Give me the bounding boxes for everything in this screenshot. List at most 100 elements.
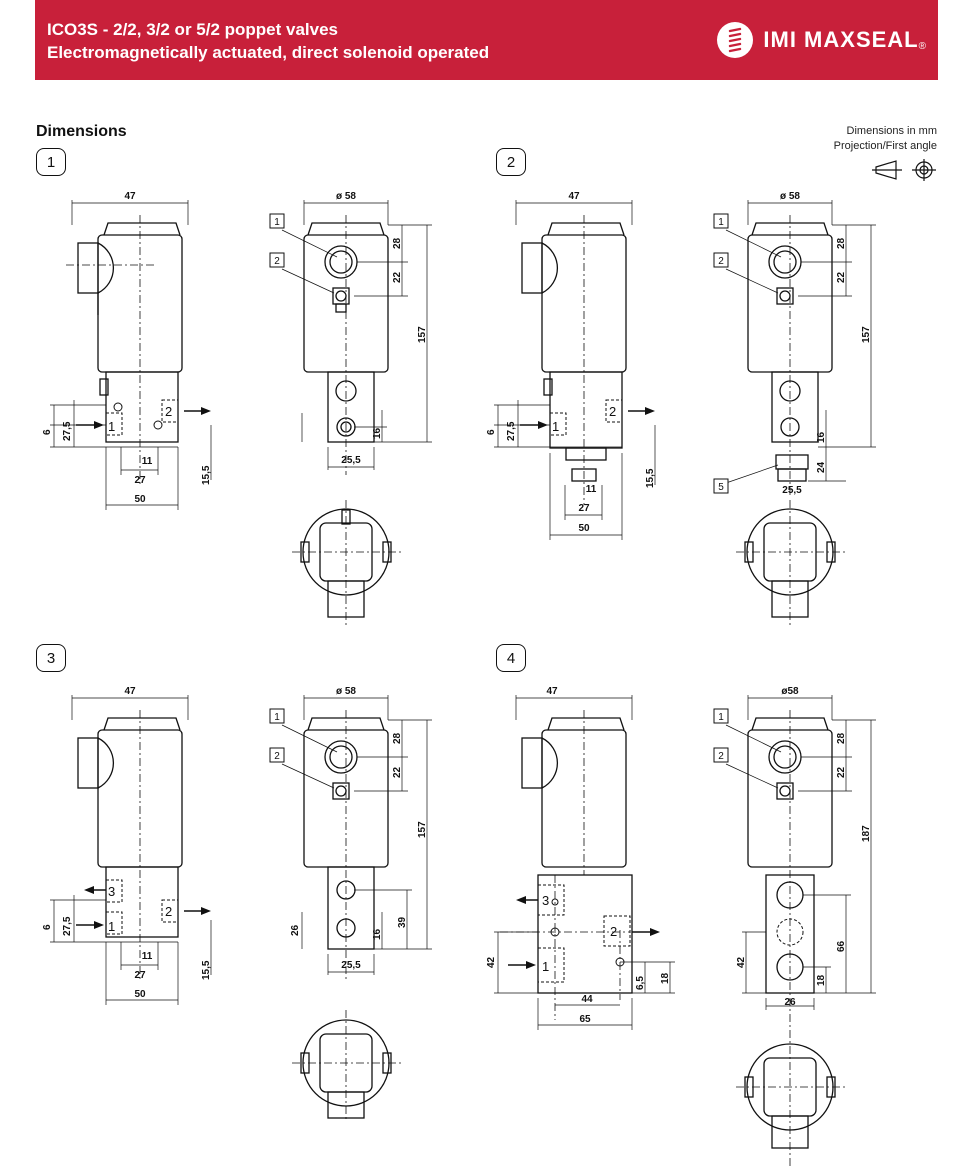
callout-1: 1 [274, 712, 280, 723]
spring-logo-icon [717, 22, 754, 58]
units-note: Dimensions in mm Projection/First angle [834, 124, 937, 154]
callout-2: 2 [274, 256, 280, 267]
dim-d2: 27 [134, 475, 146, 486]
port-2: 2 [610, 924, 617, 939]
callout-1: 1 [718, 712, 724, 723]
figure-1-side-view: 47 6 27,5 15,5 11 27 50 1 2 [42, 191, 212, 510]
callout-1: 1 [718, 217, 724, 228]
dim-base: 15,5 [201, 465, 212, 485]
port-3: 3 [108, 884, 115, 899]
figure-2-side-view: 47 6 27,5 15,5 11 27 50 1 2 [486, 191, 656, 540]
header-banner: ICO3S - 2/2, 3/2 or 5/2 poppet valves El… [35, 0, 938, 80]
port-1: 1 [108, 919, 115, 934]
dim-d1: 11 [142, 456, 153, 467]
registered-mark: ® [918, 41, 926, 52]
dim-18: 18 [660, 972, 671, 984]
dim-width: 47 [124, 686, 136, 697]
dim-66: 66 [836, 940, 847, 952]
dim-28: 28 [836, 237, 847, 249]
dim-d3: 50 [134, 494, 146, 505]
callout-2: 2 [718, 751, 724, 762]
dim-28: 28 [392, 732, 403, 744]
dim-d2: 27 [578, 503, 590, 514]
figure-3-front-view: 1 2 ø 58 28 22 157 26 16 39 25,5 [269, 686, 432, 1120]
dim-187: 187 [861, 825, 872, 842]
dim-157: 157 [417, 326, 428, 343]
figure-2-front-view: 1 2 5 ø 58 28 22 157 16 24 25,5 [713, 191, 876, 625]
dim-h1: 6 [42, 924, 53, 930]
dim-42: 42 [486, 956, 497, 968]
callout-5: 5 [718, 482, 724, 493]
dim-h2: 27,5 [62, 916, 73, 936]
page-title: ICO3S - 2/2, 3/2 or 5/2 poppet valves El… [47, 18, 489, 64]
port-2: 2 [165, 904, 172, 919]
dim-width: 47 [124, 191, 136, 202]
title-line-1: ICO3S - 2/2, 3/2 or 5/2 poppet valves [47, 20, 339, 39]
dim-26: 26 [784, 997, 796, 1008]
dim-h2: 27,5 [506, 421, 517, 441]
units-line: Dimensions in mm [846, 125, 937, 137]
dim-157: 157 [417, 821, 428, 838]
figure-number-3: 3 [36, 644, 66, 672]
dim-dia: ø 58 [336, 686, 356, 697]
dim-6-5: 6,5 [635, 976, 646, 990]
dim-28: 28 [836, 732, 847, 744]
port-2: 2 [165, 404, 172, 419]
dim-base: 15,5 [201, 960, 212, 980]
figure-number-2: 2 [496, 148, 526, 176]
dim-16: 16 [372, 427, 383, 439]
figure-3-side-view: 47 6 27,5 15,5 11 27 50 1 2 3 [42, 686, 212, 1005]
dim-18: 18 [816, 974, 827, 986]
dim-22: 22 [836, 271, 847, 283]
dim-h1: 6 [486, 429, 497, 435]
port-2: 2 [609, 404, 616, 419]
dim-25-5: 25,5 [341, 960, 361, 971]
dim-dia: ø 58 [336, 191, 356, 202]
figure-number-1: 1 [36, 148, 66, 176]
figure-4-front-view: 1 2 ø58 28 22 187 42 66 18 26 [713, 686, 876, 1167]
dim-h1: 6 [42, 429, 53, 435]
callout-1: 1 [274, 217, 280, 228]
dim-base: 15,5 [645, 468, 656, 488]
figure-number-4: 4 [496, 644, 526, 672]
port-3: 3 [542, 893, 549, 908]
dim-d3: 50 [578, 523, 590, 534]
callout-2: 2 [274, 751, 280, 762]
port-1: 1 [108, 419, 115, 434]
dim-d3: 50 [134, 989, 146, 1000]
dim-16: 16 [816, 431, 827, 443]
dim-22: 22 [836, 766, 847, 778]
dim-d1: 11 [142, 951, 153, 962]
first-angle-projection-icon [872, 159, 936, 181]
dim-24: 24 [816, 461, 827, 473]
dim-44: 44 [581, 994, 593, 1005]
dim-25-5: 25,5 [341, 455, 361, 466]
dim-dia: ø58 [781, 686, 799, 697]
port-1: 1 [552, 419, 559, 434]
dim-width: 47 [568, 191, 580, 202]
dim-dia: ø 58 [780, 191, 800, 202]
dim-h2: 27,5 [62, 421, 73, 441]
brand-name: IMI MAXSEAL [763, 27, 919, 52]
callout-2: 2 [718, 256, 724, 267]
dim-22: 22 [392, 271, 403, 283]
dim-28: 28 [392, 237, 403, 249]
dim-d1: 11 [586, 484, 597, 495]
section-title: Dimensions [36, 123, 127, 140]
dim-d2: 27 [134, 970, 146, 981]
dim-39: 39 [397, 916, 408, 928]
figure-4-side-view: 47 42 6,5 18 44 65 1 2 3 [486, 686, 675, 1030]
port-1: 1 [542, 959, 549, 974]
dim-157: 157 [861, 326, 872, 343]
projection-line: Projection/First angle [833, 140, 937, 152]
dim-22: 22 [392, 766, 403, 778]
figure-1-front-view: 1 2 ø 58 28 22 157 16 25,5 [269, 191, 432, 625]
dim-16: 16 [372, 928, 383, 940]
title-line-2: Electromagnetically actuated, direct sol… [47, 43, 490, 62]
brand-logo: IMI MAXSEAL ® [717, 22, 926, 58]
dim-26: 26 [290, 924, 301, 936]
dim-42: 42 [736, 956, 747, 968]
dim-25-5: 25,5 [782, 485, 802, 496]
dim-65: 65 [579, 1014, 591, 1025]
dim-width: 47 [546, 686, 558, 697]
